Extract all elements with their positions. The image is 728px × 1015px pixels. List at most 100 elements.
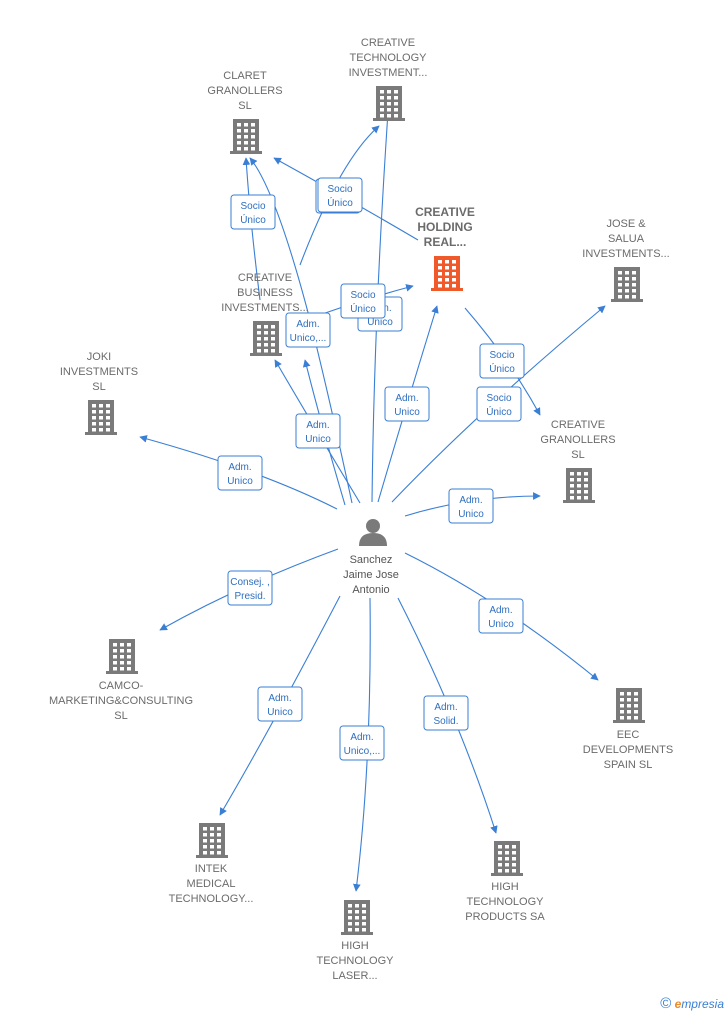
company-node-high-tech-laser[interactable]: HIGH TECHNOLOGY LASER... [316,900,394,982]
company-label-line: SL [92,381,105,393]
company-node-intek[interactable]: INTEKMEDICALTECHNOLOGY... [169,823,254,905]
company-node-joki[interactable]: JOKI INVESTMENTS SL [60,351,138,435]
copyright-symbol: © [660,995,672,1012]
edge-label-joki[interactable]: Adm. Unico [217,455,263,491]
edge-label-intek[interactable]: Adm.Unico [257,686,303,722]
edge-label-eec[interactable]: Adm. Unico [478,598,524,634]
edge-label-line: Adm. [306,420,329,431]
edges-layer [139,111,606,892]
person-label-line: Jaime Jose [343,569,399,581]
company-label-line: TECHNOLOGY [466,896,544,908]
edge-label-line: Socio [486,393,511,404]
edge-label-line: Único [489,362,515,375]
person-label-line: Sanchez [350,554,393,566]
edge-label-high-tech-products[interactable]: Adm. Solid. [423,695,469,731]
edge-label-line: Socio [327,184,352,195]
building-icon [373,86,405,121]
company-label-line: HOLDING [417,220,472,234]
edge-label-line: Adm. [434,702,457,713]
company-label-line: CREATIVE [551,419,605,431]
company-label-line: INVESTMENTS [60,366,138,378]
edge-label-line: Único [350,302,376,315]
company-node-creative-business[interactable]: CREATIVE BUSINESS INVESTMENTS... [221,272,309,356]
company-label-line: GRANOLLERS [207,85,282,97]
company-label-line: CREATIVE [361,37,415,49]
company-label-line: SPAIN SL [604,759,653,771]
brand-name: mpresia [681,997,724,1011]
credit: © empresia [660,995,724,1012]
company-label-line: LASER... [332,970,377,982]
edge-label-line: Adm. [228,462,251,473]
edge-label-high-tech-laser[interactable]: Adm.Unico,... [339,725,385,761]
edge-label-line: Adm. [489,605,512,616]
company-node-eec[interactable]: EEC DEVELOPMENTS SPAIN SL [583,688,673,771]
company-label-line: JOSE & [606,218,646,230]
edge-label-line: Unico [458,509,484,520]
company-label-line: EEC [617,729,640,741]
nodes-layer: CREATIVETECHNOLOGYINVESTMENT...CLARETGRA… [49,37,673,982]
company-label-line: TECHNOLOGY [316,955,394,967]
company-label-line: INVESTMENTS... [582,248,669,260]
brand-initial: e [674,997,682,1011]
company-label-line: REAL... [424,235,467,249]
edge-label-creative-holding[interactable]: Adm. Unico [384,386,430,422]
edge-label-line: Socio [350,290,375,301]
edge-label-line: Unico [227,476,253,487]
edge-label-line: Socio [240,201,265,212]
building-icon [85,400,117,435]
company-label-line: SALUA [608,233,645,245]
building-icon [250,321,282,356]
edge-label-line: Presid. [234,591,265,602]
edge-label-line: Consej. , [230,577,269,588]
edge-label-camco[interactable]: Consej. , Presid. [227,570,273,606]
edge-label-line: Adm. [395,393,418,404]
building-icon [563,468,595,503]
building-icon [431,256,463,291]
company-label-line: MEDICAL [187,878,236,890]
edge-label-line: Único [240,213,266,226]
company-label-line: JOKI [87,351,111,363]
edge-label-line: Unico [267,707,293,718]
company-label-line: CAMCO- [99,680,144,692]
company-label-line: DEVELOPMENTS [583,744,673,756]
edge-label-line: Unico [488,619,514,630]
company-node-creative-holding[interactable]: CREATIVEHOLDINGREAL... [415,205,475,291]
person-icon [359,519,387,546]
edge-label-creative-granollers[interactable]: Adm. Unico [448,488,494,524]
company-label-line: CREATIVE [238,272,292,284]
company-label-line: HIGH [341,940,369,952]
building-icon [611,267,643,302]
edge-labels-layer: Adm.UnicoSocioÚnicoSocioÚnicoSocioÚnicoS… [217,177,525,761]
edge-label-creative-business-label[interactable]: Adm.Unico,... [285,312,331,348]
building-icon [491,841,523,876]
edge-label-creative-business[interactable]: Adm.Unico [295,413,341,449]
building-icon [230,119,262,154]
edge-label-line: Adm. [296,319,319,330]
company-label-line: INVESTMENT... [349,67,428,79]
building-icon [196,823,228,858]
company-label-line: HIGH [491,881,519,893]
company-label-line: INVESTMENTS... [221,302,308,314]
edge-label-line: Solid. [433,716,458,727]
company-node-jose-salua[interactable]: JOSE & SALUA INVESTMENTS... [582,218,670,302]
company-label-line: BUSINESS [237,287,293,299]
company-node-creative-tech[interactable]: CREATIVETECHNOLOGYINVESTMENT... [349,37,428,121]
edge-label-line: Socio [489,350,514,361]
edge-label-line: Unico [367,317,393,328]
company-label-line: SL [114,710,127,722]
person-label-line: Antonio [352,584,389,596]
company-label-line: CREATIVE [415,205,475,219]
edge-label-line: Adm. [459,495,482,506]
edge-label-line: Unico [394,407,420,418]
